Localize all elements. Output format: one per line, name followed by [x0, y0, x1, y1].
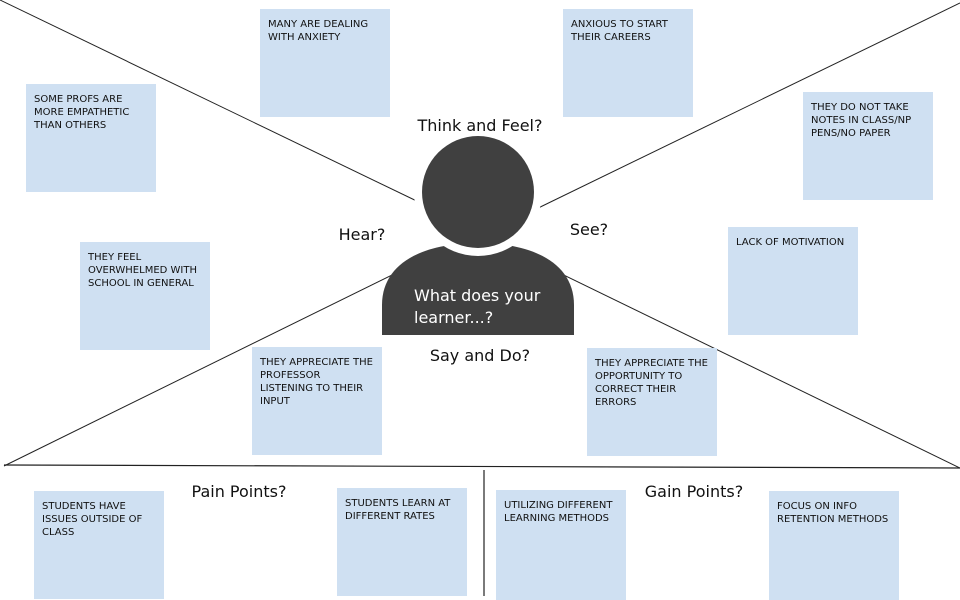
sticky-note[interactable]: THEY DO NOT TAKE NOTES IN CLASS/NP PENS/…	[803, 92, 933, 200]
section-label-say-do: Say and Do?	[429, 346, 531, 365]
center-question-line2: learner...?	[414, 308, 494, 327]
center-question: What does your learner...?	[414, 285, 554, 329]
sticky-note[interactable]: ANXIOUS TO START THEIR CAREERS	[563, 9, 693, 117]
sticky-note[interactable]: STUDENTS LEARN AT DIFFERENT RATES	[337, 488, 467, 596]
divider-bottom-right	[499, 243, 960, 469]
person-head	[422, 136, 534, 248]
center-question-line1: What does your	[414, 286, 541, 305]
divider-top-right	[529, 2, 960, 213]
section-label-gain-points: Gain Points?	[644, 482, 744, 501]
section-label-see: See?	[569, 220, 609, 239]
sticky-note[interactable]: SOME PROFS ARE MORE EMPATHETIC THAN OTHE…	[26, 84, 156, 192]
sticky-note[interactable]: LACK OF MOTIVATION	[728, 227, 858, 335]
section-label-think-feel: Think and Feel?	[417, 116, 543, 135]
sticky-note[interactable]: MANY ARE DEALING WITH ANXIETY	[260, 9, 390, 117]
divider-top-left	[0, 0, 426, 206]
divider-bottom-left	[3, 243, 456, 467]
sticky-note[interactable]: THEY APPRECIATE THE OPPORTUNITY TO CORRE…	[587, 348, 717, 456]
section-label-pain-points: Pain Points?	[191, 482, 287, 501]
sticky-note[interactable]: THEY APPRECIATE THE PROFESSOR LISTENING …	[252, 347, 382, 455]
person-icon	[382, 128, 574, 335]
sticky-note[interactable]: FOCUS ON INFO RETENTION METHODS	[769, 491, 899, 600]
section-label-hear: Hear?	[338, 225, 386, 244]
person-body	[382, 243, 574, 335]
sticky-note[interactable]: STUDENTS HAVE ISSUES OUTSIDE OF CLASS	[34, 491, 164, 599]
sticky-note[interactable]: UTILIZING DIFFERENT LEARNING METHODS	[496, 490, 626, 600]
sticky-note[interactable]: THEY FEEL OVERWHELMED WITH SCHOOL IN GEN…	[80, 242, 210, 350]
divider-horizontal	[3, 464, 960, 469]
